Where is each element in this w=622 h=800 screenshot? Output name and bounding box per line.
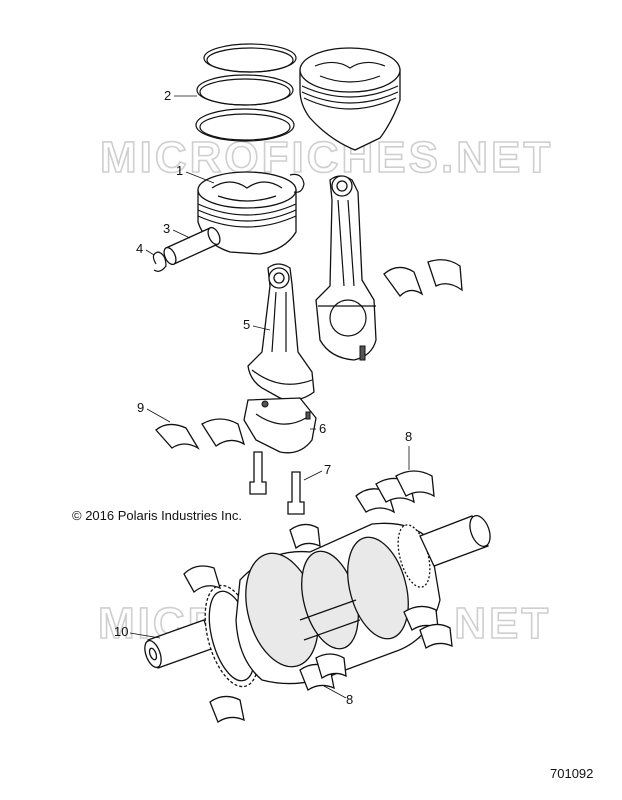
callout-1: 1 (176, 163, 183, 178)
piston-upper (299, 47, 401, 151)
piston (197, 171, 297, 255)
callout-2: 2 (164, 88, 171, 103)
connecting-rod (247, 263, 315, 401)
crankshaft (144, 515, 491, 688)
rod-bearing-shells-upper (383, 259, 463, 297)
rod-cap (243, 397, 317, 454)
callout-6: 6 (319, 421, 326, 436)
connecting-rod-assembled (315, 175, 377, 361)
callout-5: 5 (243, 317, 250, 332)
piston-pin (163, 226, 221, 266)
pin-clip-right (289, 173, 305, 193)
callout-9: 9 (137, 400, 144, 415)
piston-rings (195, 43, 297, 142)
pin-clip (152, 251, 167, 272)
watermark-upper: MICROFICHES.NET (100, 133, 553, 182)
callout-3: 3 (163, 221, 170, 236)
bearing-shells (155, 418, 246, 450)
main-bearing-shells-upper (355, 470, 435, 514)
rod-bolts (249, 451, 305, 515)
callout-4: 4 (136, 241, 143, 256)
callout-10: 10 (114, 624, 128, 639)
main-bearing-shells-lower (183, 523, 453, 723)
callout-8-lower: 8 (346, 692, 353, 707)
diagram-part-number: 701092 (550, 766, 594, 781)
callout-7: 7 (324, 462, 331, 477)
copyright-notice: © 2016 Polaris Industries Inc. (72, 508, 242, 523)
callout-8-upper: 8 (405, 429, 412, 444)
